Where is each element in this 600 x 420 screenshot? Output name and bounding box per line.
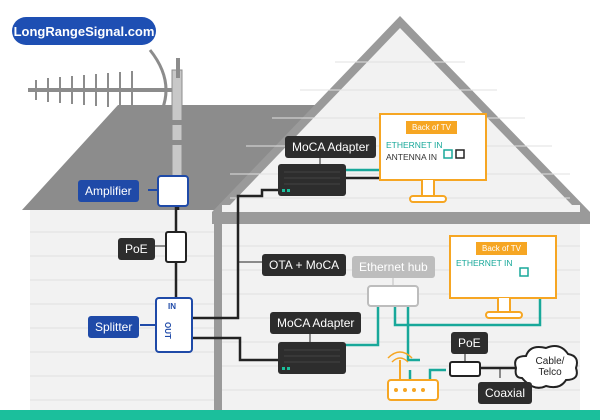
tv-upper-ethernet-port [443, 149, 453, 159]
amplifier-device [157, 175, 189, 207]
cable-telco-label: Cable/ Telco [535, 356, 565, 378]
ota-moca-label: OTA + MoCA [262, 254, 347, 276]
poe-top-label: PoE [118, 238, 155, 260]
wall-divider [214, 212, 222, 410]
router-device [387, 351, 439, 401]
poe-bottom-label: PoE [451, 332, 488, 354]
ethernet-hub-device [367, 285, 419, 307]
ground-strip [0, 410, 600, 420]
poe-injector-top [165, 231, 187, 263]
splitter-in-label: IN [168, 302, 176, 311]
splitter-label: Splitter [88, 316, 140, 338]
tv-lower-title: Back of TV [476, 242, 527, 255]
amplifier-label: Amplifier [78, 180, 139, 202]
moca-bottom-label: MoCA Adapter [270, 312, 362, 334]
tv-upper-title: Back of TV [406, 121, 457, 134]
tv-upper-antenna-port [455, 149, 465, 159]
cable-telco-cloud [514, 345, 578, 389]
coaxial-label: Coaxial [478, 382, 533, 404]
tv-upper-ethernet-in: ETHERNET IN [386, 140, 443, 150]
moca-top-label: MoCA Adapter [285, 136, 377, 158]
floor-divider [212, 212, 590, 224]
tv-upper-antenna-in: ANTENNA IN [386, 152, 438, 162]
antenna [28, 49, 188, 181]
splitter-out-label: OUT [163, 322, 172, 339]
ethernet-hub-label: Ethernet hub [352, 256, 435, 278]
brand-badge[interactable]: LongRangeSignal.com [12, 17, 156, 45]
tv-lower-ethernet-in: ETHERNET IN [456, 258, 513, 268]
tv-lower-ethernet-port [519, 267, 529, 277]
poe-injector-bottom [449, 361, 481, 377]
